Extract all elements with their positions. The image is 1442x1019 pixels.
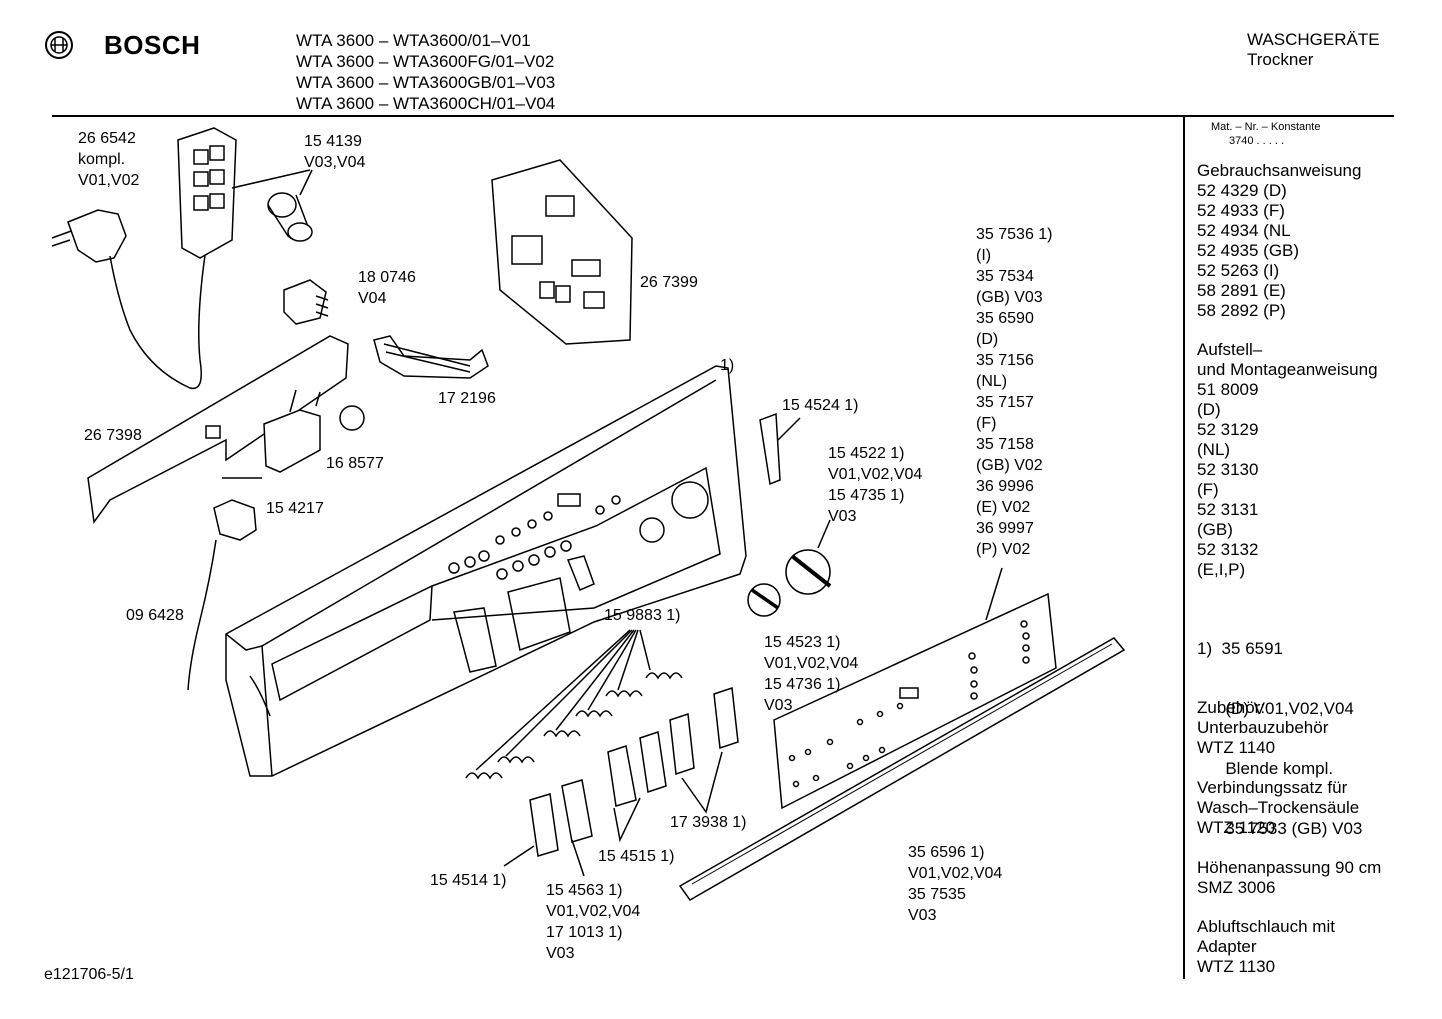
knob-large-icon [785, 549, 832, 595]
control-module-icon [491, 159, 633, 345]
matnr-title: Mat. – Nr. – Konstante [1211, 121, 1321, 133]
button-cap-set-icon [529, 686, 739, 857]
label-15-4522: 15 4522 1) V01,V02,V04 15 4735 1) V03 [828, 445, 923, 525]
category-title: WASCHGERÄTE [1247, 30, 1380, 49]
label-17-3938: 17 3938 1) [670, 814, 747, 831]
model-line: WTA 3600 – WTA3600GB/01–V03 [296, 73, 556, 92]
model-line: WTA 3600 – WTA3600/01–V01 [296, 31, 531, 50]
brand-name: BOSCH [104, 30, 201, 60]
label-15-9883: 15 9883 1) [604, 607, 681, 624]
spring-set-icon [465, 629, 683, 780]
capacitor-icon [267, 192, 313, 242]
switch-block-icon [177, 127, 237, 259]
sidebar-divider [1183, 117, 1185, 979]
power-cord-icon [51, 209, 206, 390]
matnr-value: 3740 . . . . . [1229, 135, 1285, 147]
label-15-4139: 15 4139 V03,V04 [304, 133, 366, 171]
front-strip-icon [678, 637, 1126, 901]
label-15-4217: 15 4217 [266, 500, 324, 517]
label-15-4514: 15 4514 1) [430, 872, 507, 889]
sidebar-height-adjust: Höhenanpassung 90 cm SMZ 3006 [1197, 858, 1382, 897]
ribbon-cable-icon [373, 335, 489, 379]
relay-icon [283, 279, 329, 325]
label-15-4524: 15 4524 1) [782, 397, 859, 414]
label-26-7398: 26 7398 [84, 427, 142, 444]
knob-small-icon [747, 583, 781, 617]
model-list: WTA 3600 – WTA3600/01–V01 WTA 3600 – WTA… [296, 30, 555, 114]
control-panel-icon [225, 365, 747, 777]
label-17-2196: 17 2196 [438, 390, 496, 407]
label-09-6428: 09 6428 [126, 607, 184, 624]
exploded-view-drawing [51, 127, 1126, 901]
label-26-6542: 26 6542 kompl. V01,V02 [78, 130, 140, 189]
model-line: WTA 3600 – WTA3600CH/01–V04 [296, 94, 556, 113]
label-15-4523: 15 4523 1) V01,V02,V04 15 4736 1) V03 [764, 634, 859, 714]
bracket-icon [759, 412, 781, 486]
matnr-block: Mat. – Nr. – Konstante 3740 . . . . . [1211, 120, 1320, 148]
label-18-0746: 18 0746 V04 [358, 269, 416, 307]
label-35-7536: 35 7536 1) (I) 35 7534 (GB) V03 35 6590 … [976, 226, 1053, 558]
label-15-4515: 15 4515 1) [598, 848, 675, 865]
document-code: e121706-5/1 [44, 966, 134, 983]
header-divider [52, 115, 1394, 117]
sidebar-instructions: Gebrauchsanweisung 52 4329 (D) 52 4933 (… [1197, 161, 1362, 320]
label-35-6596: 35 6596 1) V01,V02,V04 35 7535 V03 [908, 844, 1003, 924]
model-line: WTA 3600 – WTA3600FG/01–V02 [296, 52, 555, 71]
category-subtitle: Trockner [1247, 50, 1314, 69]
sidebar-exhaust-hose: Abluftschlauch mit Adapter WTZ 1130 [1197, 917, 1335, 976]
door-switch-icon [187, 499, 257, 691]
label-26-7399: 26 7399 [640, 274, 698, 291]
display-panel-icon [773, 592, 1057, 810]
panel-button-row [448, 495, 621, 580]
sidebar-stacking-kit: Verbindungssatz für Wasch–Trockensäule W… [1197, 778, 1360, 837]
sidebar-installation: Aufstell– und Montageanweisung 51 8009 (… [1197, 340, 1378, 579]
bosch-logo-icon [45, 31, 73, 59]
label-15-4563: 15 4563 1) V01,V02,V04 17 1013 1) V03 [546, 882, 641, 962]
pcb-board-icon [87, 335, 365, 524]
label-assembly-1: 1) [720, 357, 735, 374]
label-16-8577: 16 8577 [326, 455, 384, 472]
sidebar-accessories: Zubehör: Unterbauzubehör WTZ 1140 [1197, 698, 1329, 757]
category-block: WASCHGERÄTE Trockner [1247, 30, 1380, 70]
sidebar-footnote: 1) 35 6591 (D) V01,V02,V04 Blende kompl.… [1197, 639, 1363, 838]
